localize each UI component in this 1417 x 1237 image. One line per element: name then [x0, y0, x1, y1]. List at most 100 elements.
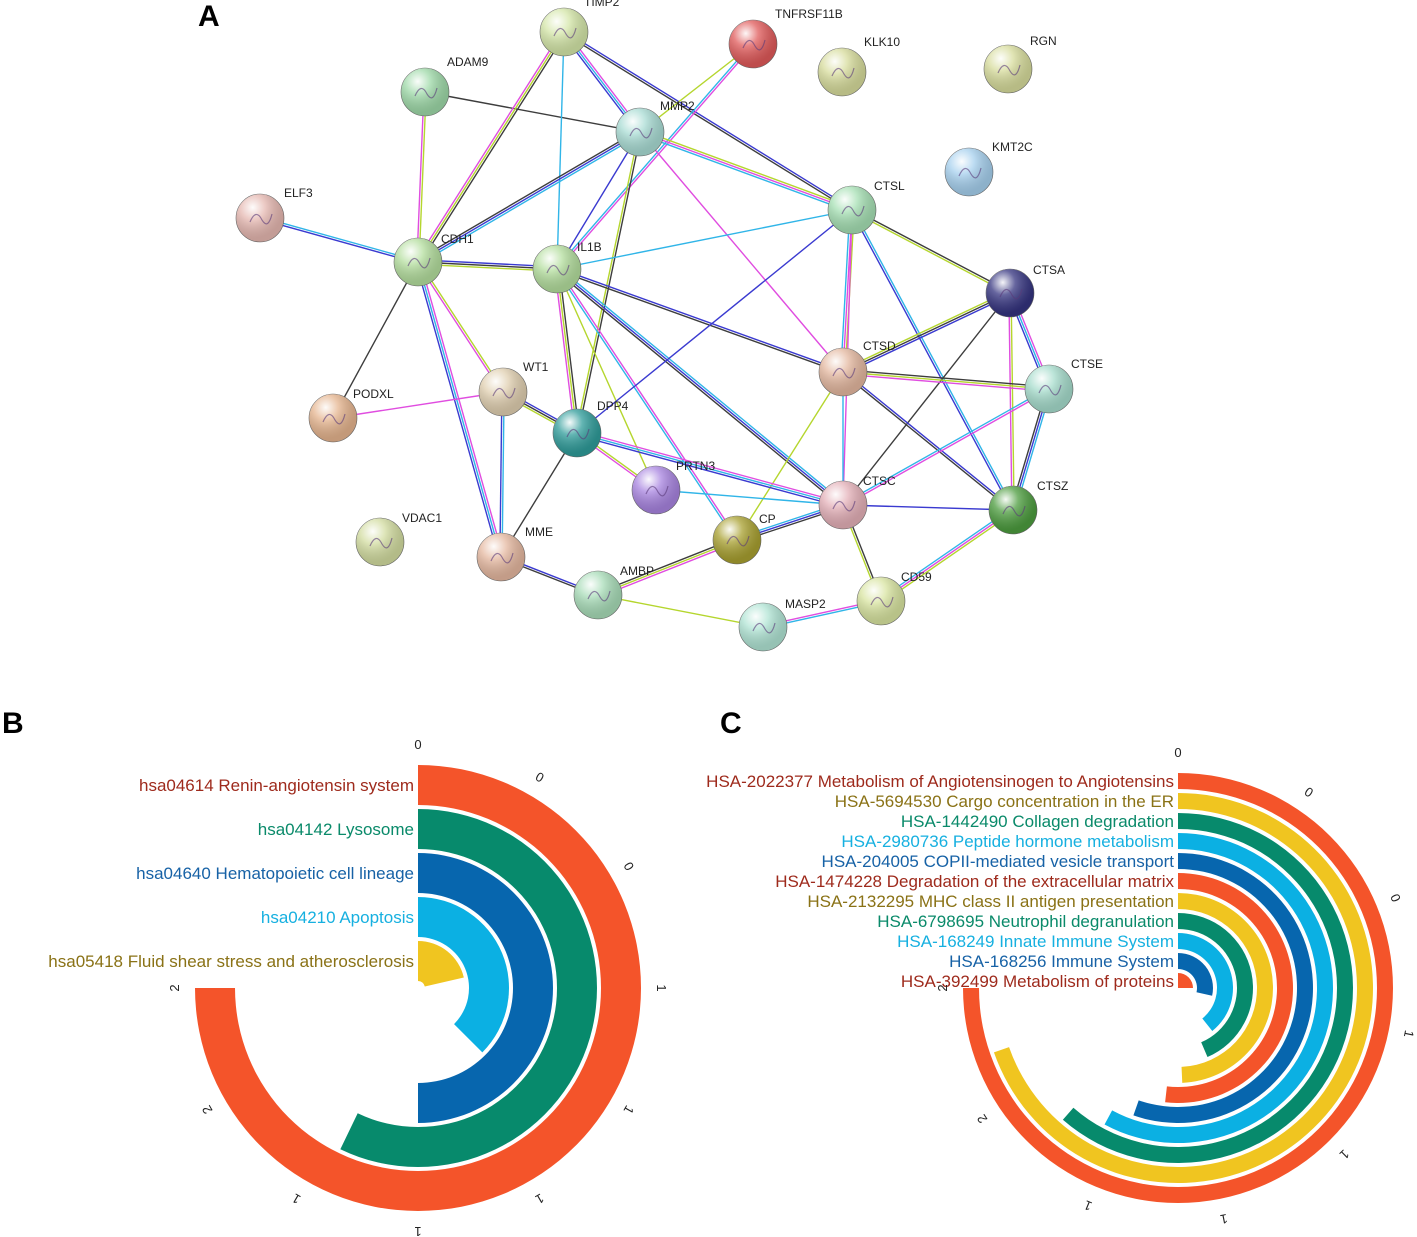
term-label: HSA-392499 Metabolism of proteins	[901, 972, 1174, 991]
bar-hsa-1474228-degradation-of-the-extracellular-matrix	[1165, 873, 1294, 1103]
node-label-mme: MME	[525, 525, 553, 539]
edge-il1b-cp	[555, 269, 737, 541]
edge-wt1-mme	[501, 392, 505, 558]
edge-cdh1-mme	[415, 262, 500, 558]
edge-il1b-ctsc	[557, 266, 845, 504]
node-adam9[interactable]: ADAM9	[400, 55, 489, 117]
term-label: HSA-1474228 Degradation of the extracell…	[775, 872, 1174, 891]
node-vdac1[interactable]: VDAC1	[355, 511, 442, 567]
edge-ctse-ctsc	[843, 389, 1050, 507]
edge-il1b-prtn3	[556, 268, 657, 491]
edge-ctse-ctsc	[842, 387, 1049, 505]
node-ctsz[interactable]: CTSZ	[988, 479, 1068, 535]
node-dpp4[interactable]: DPP4	[552, 399, 629, 458]
edge-ctsl-ctsd	[840, 209, 851, 372]
node-ctsl[interactable]: CTSL	[827, 179, 905, 235]
node-wt1[interactable]: WT1	[478, 360, 549, 417]
tick-label: 1	[1401, 1029, 1417, 1039]
node-label-ctsl: CTSL	[874, 179, 905, 193]
edge-ctsl-dpp4	[576, 209, 853, 434]
node-label-klk10: KLK10	[864, 35, 900, 49]
node-label-ctsa: CTSA	[1033, 263, 1065, 277]
term-label: HSA-2132295 MHC class II antigen present…	[807, 892, 1174, 911]
node-prtn3[interactable]: PRTN3	[631, 459, 715, 515]
tick-label: 0	[414, 737, 421, 752]
node-label-rgn: RGN	[1030, 34, 1057, 48]
tick-label: 1	[1219, 1211, 1229, 1227]
node-label-prtn3: PRTN3	[676, 459, 715, 473]
term-label: HSA-6798695 Neutrophil degranulation	[877, 912, 1174, 931]
edge-elf3-cdh1	[260, 216, 419, 262]
node-elf3[interactable]: ELF3	[235, 186, 313, 243]
node-rgn[interactable]: RGN	[983, 34, 1057, 94]
node-cd59[interactable]: CD59	[856, 570, 932, 626]
node-ctse[interactable]: CTSE	[1024, 357, 1103, 414]
bar-hsa-392499-metabolism-of-proteins	[1178, 973, 1193, 988]
node-kmt2c[interactable]: KMT2C	[944, 140, 1033, 197]
tick-label: 1	[654, 984, 669, 991]
node-mme[interactable]: MME	[476, 525, 553, 582]
term-label: hsa04614 Renin-angiotensin system	[139, 776, 414, 795]
node-ctsa[interactable]: CTSA	[985, 263, 1065, 318]
edge-ctsz-cd59	[881, 511, 1015, 604]
bar-hsa04142-lysosome	[340, 809, 597, 1167]
edge-ambp-cp	[596, 537, 737, 594]
tick-label: 1	[1082, 1197, 1094, 1214]
node-mmp2[interactable]: MMP2	[615, 99, 695, 157]
edge-timp2-ctsl	[564, 30, 853, 210]
panel-letter-b: B	[2, 707, 24, 740]
tick-label: 2	[167, 984, 182, 991]
edge-adam9-cdh1	[418, 92, 427, 263]
node-label-wt1: WT1	[523, 360, 549, 374]
edge-cdh1-mme	[419, 261, 504, 557]
edge-ctsa-ctsz	[1008, 293, 1013, 511]
edge-cdh1-wt1	[416, 262, 503, 393]
term-label: HSA-2022377 Metabolism of Angiotensinoge…	[706, 772, 1174, 791]
tick-label: 0	[1302, 784, 1316, 800]
node-podxl[interactable]: PODXL	[308, 387, 394, 443]
node-tnfrsf11b[interactable]: TNFRSF11B	[728, 7, 843, 69]
edge-timp2-cdh1	[415, 30, 563, 262]
tick-label: 1	[533, 1191, 547, 1208]
edge-ctsd-ctse	[842, 371, 1050, 390]
edge-ctsa-ctsz	[1010, 292, 1015, 510]
edge-ctsz-cd59	[880, 509, 1014, 602]
edge-il1b-dpp4	[554, 269, 576, 434]
edge-ctsa-ctsd	[843, 294, 1012, 375]
term-label: HSA-204005 COPII-mediated vesicle transp…	[822, 852, 1175, 871]
edge-ctsa-ctsd	[841, 290, 1010, 371]
edge-cdh1-podxl	[332, 261, 419, 419]
edge-mmp2-ctsl	[639, 131, 853, 211]
node-ctsc[interactable]: CTSC	[818, 474, 896, 530]
node-label-kmt2c: KMT2C	[992, 140, 1033, 154]
node-il1b[interactable]: IL1B	[532, 240, 602, 294]
tick-label: 2	[199, 1103, 216, 1117]
node-label-adam9: ADAM9	[447, 55, 489, 69]
edge-mmp2-dpp4	[575, 131, 640, 433]
node-masp2[interactable]: MASP2	[738, 597, 826, 652]
node-label-cd59: CD59	[901, 570, 932, 584]
panel-letter-a: A	[198, 0, 220, 33]
edge-prtn3-ctsc	[655, 489, 844, 506]
bar-hsa04210-apoptosis	[418, 897, 509, 1053]
edge-ambp-masp2	[597, 594, 764, 628]
node-cp[interactable]: CP	[712, 512, 776, 565]
node-label-ambp: AMBP	[620, 564, 654, 578]
node-klk10[interactable]: KLK10	[817, 35, 900, 97]
node-cdh1[interactable]: CDH1	[393, 232, 474, 287]
node-timp2[interactable]: TIMP2	[539, 0, 620, 57]
edge-il1b-ctsc	[556, 268, 844, 506]
term-label: HSA-168249 Innate Immune System	[897, 932, 1174, 951]
bar-hsa-168249-innate-immune-system	[1178, 933, 1234, 1032]
edge-ctsl-ctsa	[851, 210, 1010, 295]
edge-ctsl-ctsa	[852, 208, 1011, 293]
tick-label: 0	[1174, 745, 1181, 760]
edge-tnfrsf11b-il1b	[557, 44, 755, 271]
tick-label: 1	[1337, 1147, 1353, 1163]
node-ambp[interactable]: AMBP	[573, 564, 654, 620]
node-ctsd[interactable]: CTSD	[818, 339, 896, 397]
node-label-cdh1: CDH1	[441, 232, 474, 246]
network-edges	[259, 30, 1052, 629]
